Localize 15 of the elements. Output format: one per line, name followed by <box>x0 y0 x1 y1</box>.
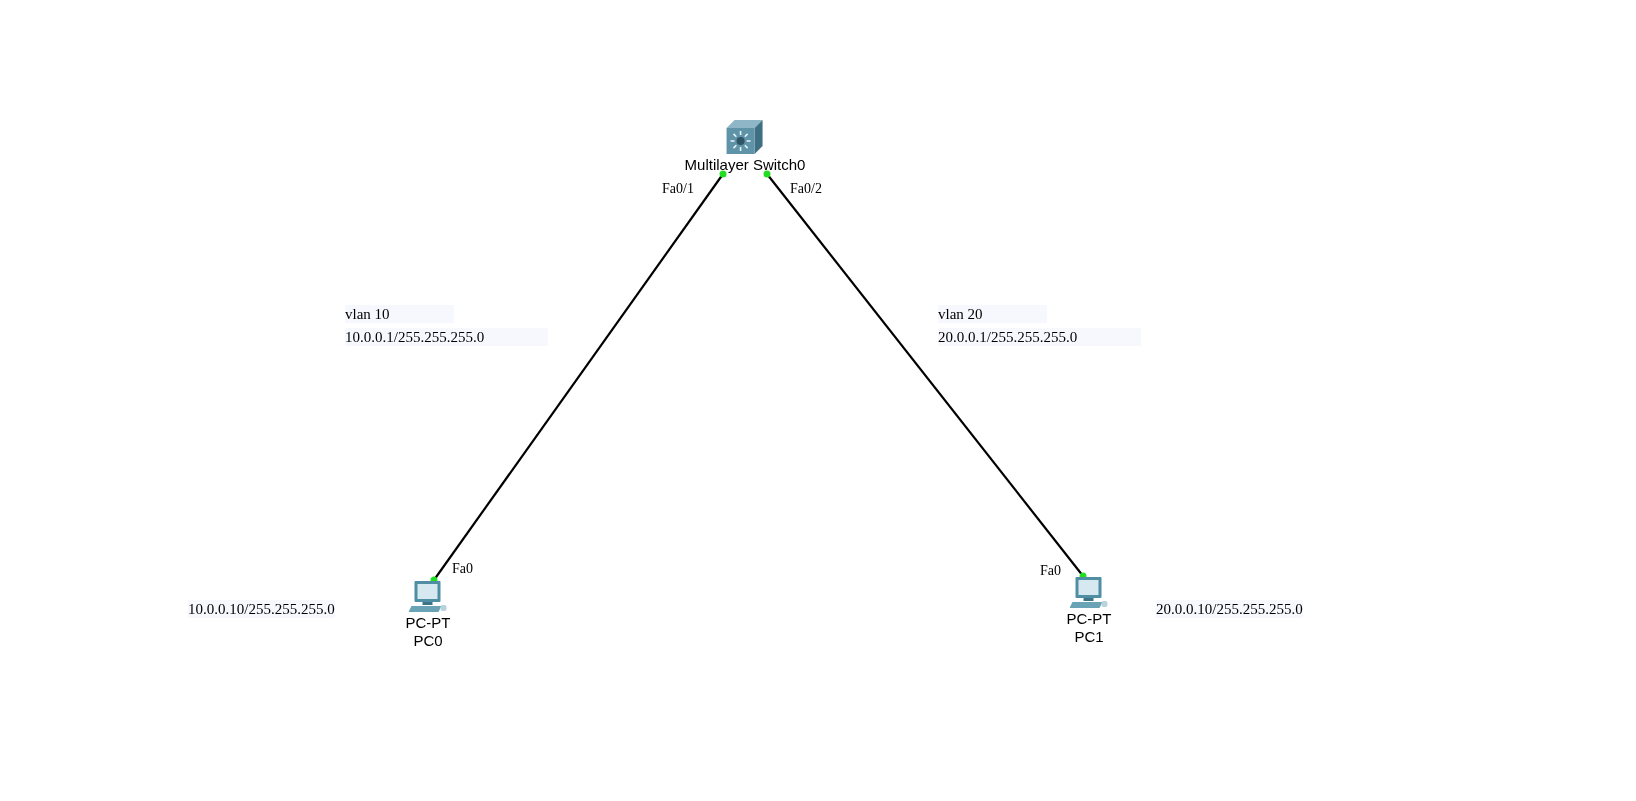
device-label: PC-PT <box>405 614 451 632</box>
device-label: PC-PT <box>1066 610 1112 628</box>
device-label: Multilayer Switch0 <box>684 156 806 174</box>
port-label: Fa0 <box>1040 562 1061 580</box>
config-note: vlan 10 <box>345 305 454 323</box>
device-label: PC1 <box>1074 628 1104 646</box>
port-label: Fa0/2 <box>790 180 822 198</box>
ip-address-label: 10.0.0.10/255.255.255.0 <box>188 600 335 618</box>
ip-address-label: 20.0.0.10/255.255.255.0 <box>1156 600 1303 618</box>
config-note: 20.0.0.1/255.255.255.0 <box>938 328 1142 346</box>
config-note: vlan 20 <box>938 305 1047 323</box>
device-label: PC0 <box>413 632 443 650</box>
port-label: Fa0 <box>452 560 473 578</box>
config-note: 10.0.0.1/255.255.255.0 <box>345 328 549 346</box>
port-label: Fa0/1 <box>662 180 694 198</box>
